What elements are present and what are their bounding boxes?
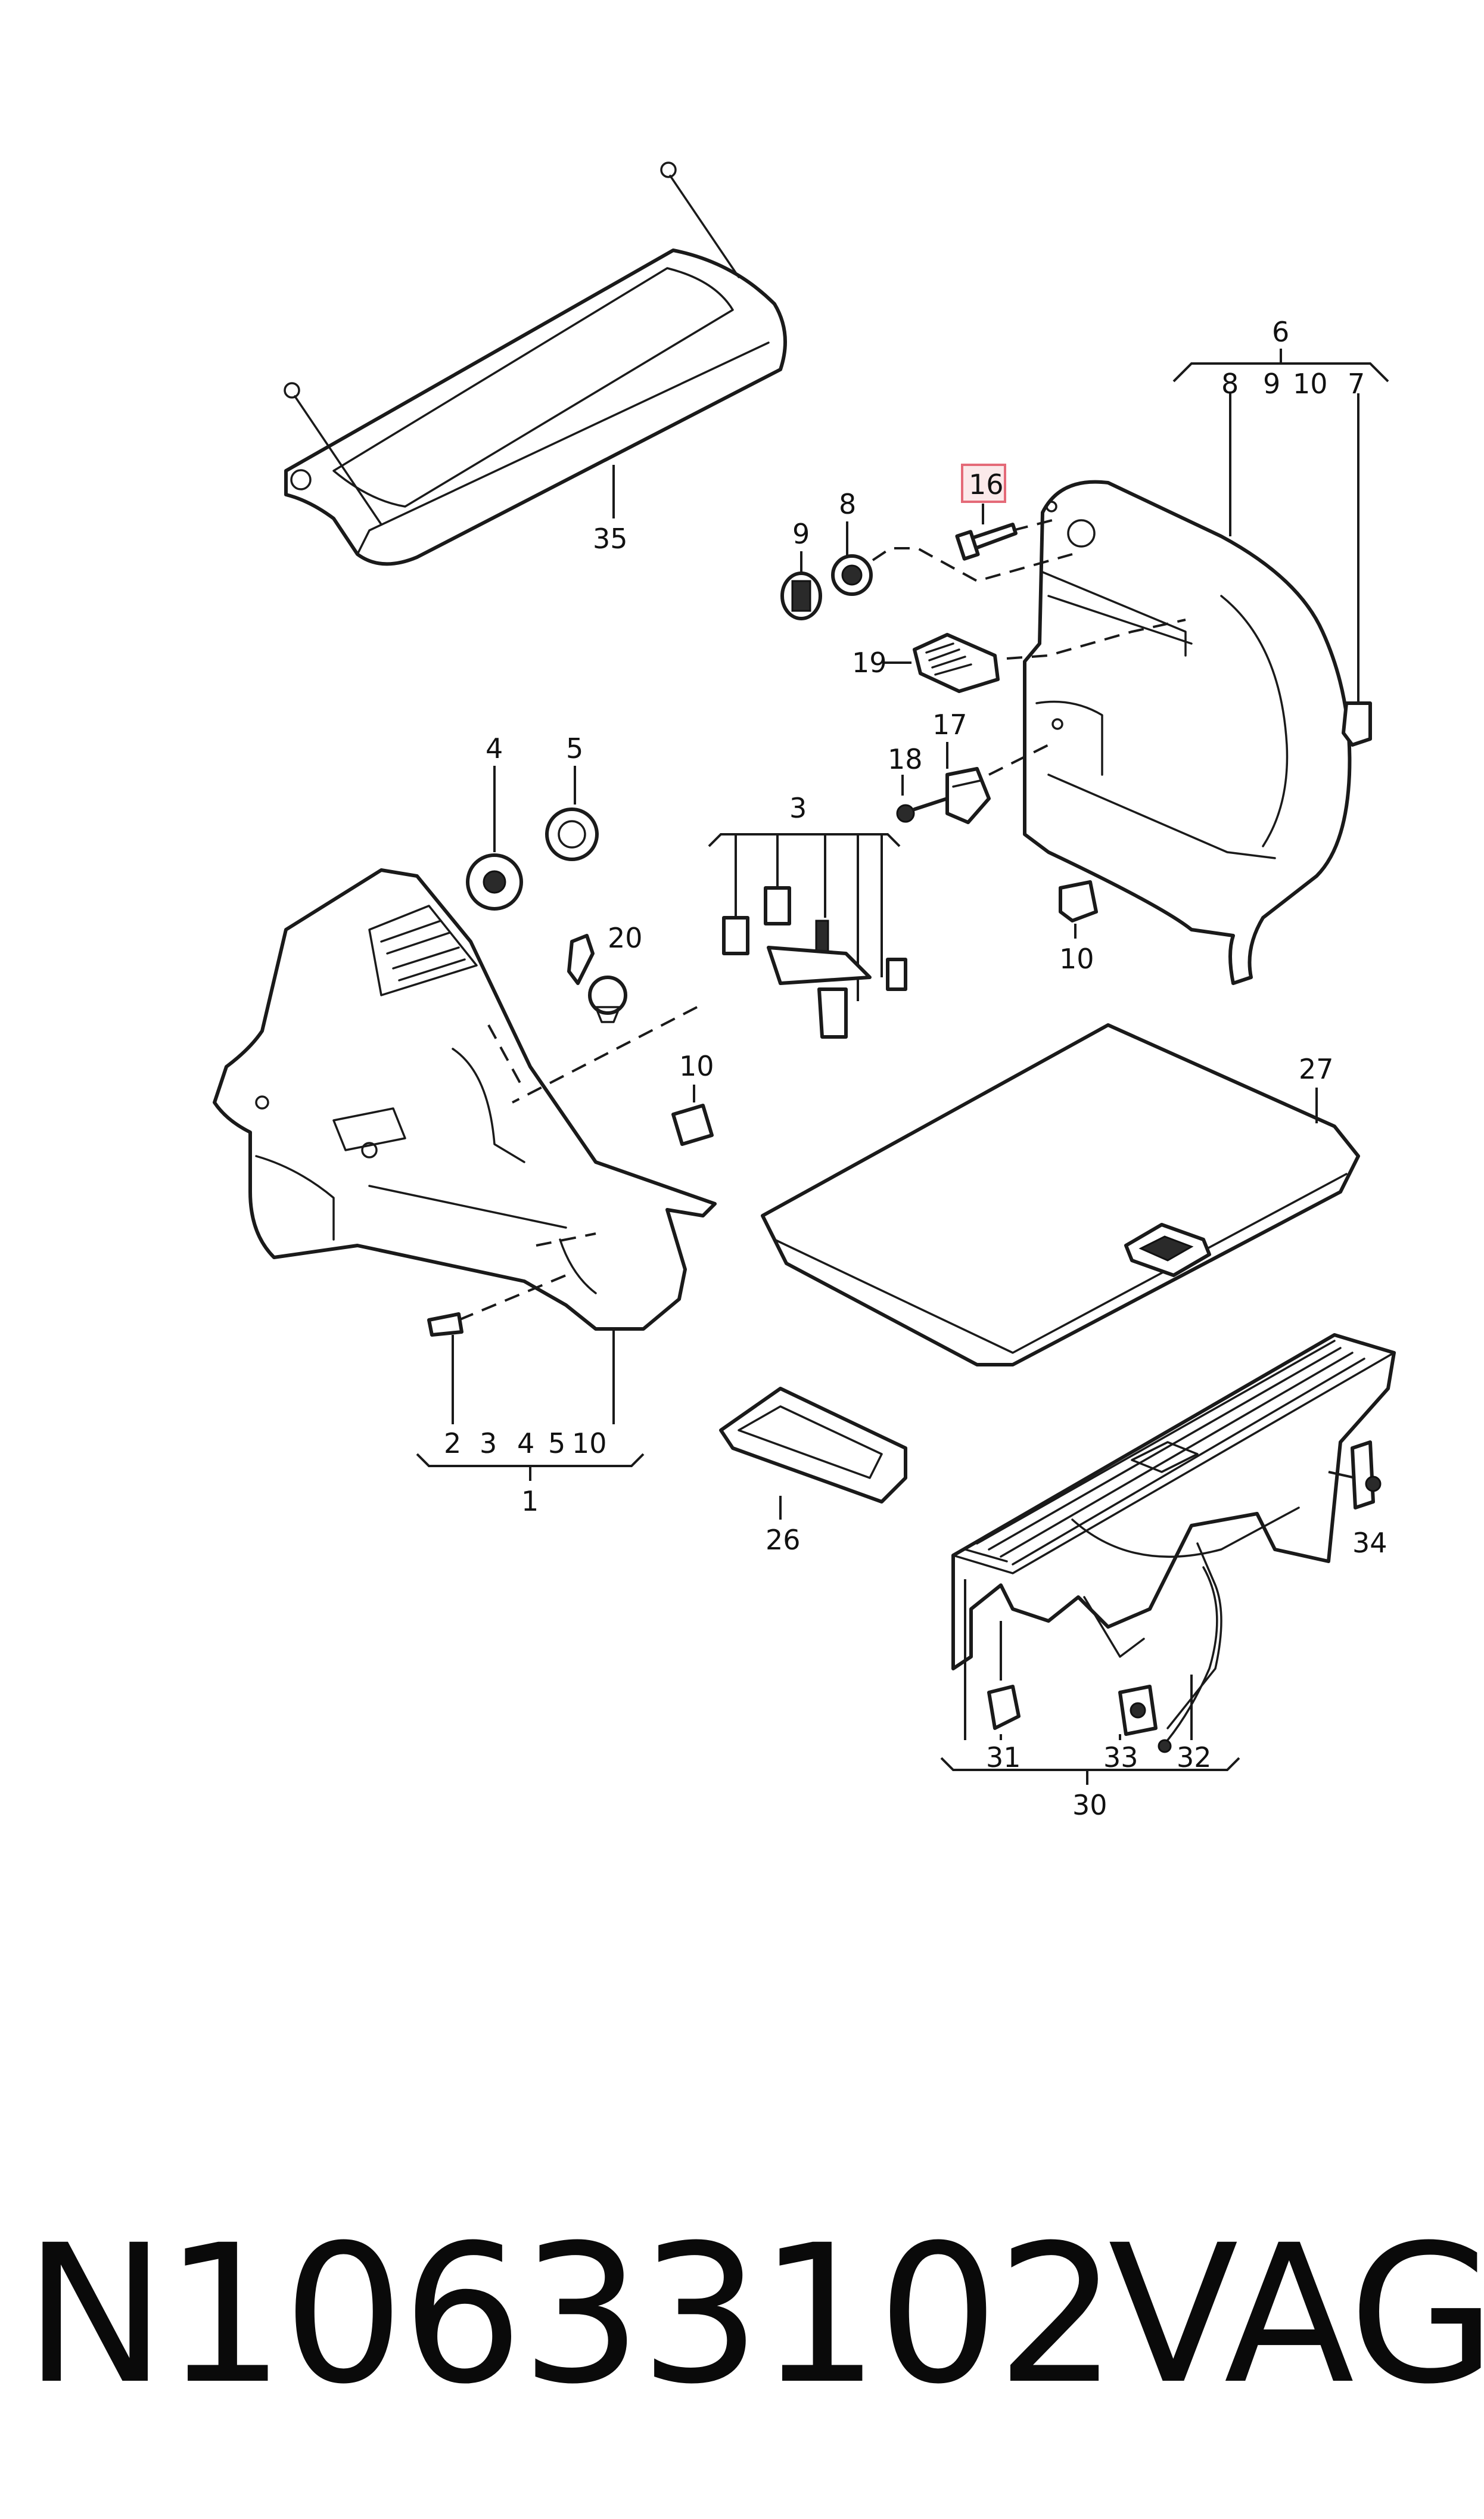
bolt-part-16[interactable]: 16 bbox=[955, 464, 1055, 561]
callout-5: 5 bbox=[566, 732, 583, 765]
parcel-shelf-part-35[interactable]: 35 bbox=[284, 161, 787, 566]
callout-1-3: 3 bbox=[480, 1427, 497, 1459]
callout-30: 30 bbox=[1072, 1789, 1107, 1821]
clip-part-10-right[interactable]: 10 bbox=[1059, 880, 1098, 975]
part-number: N10633102 bbox=[24, 2204, 1115, 2426]
clip-part-9[interactable]: 9 bbox=[780, 518, 822, 620]
callout-32: 32 bbox=[1177, 1741, 1212, 1773]
callout-8: 8 bbox=[839, 488, 856, 520]
callout-26: 26 bbox=[766, 1524, 801, 1556]
callout-16: 16 bbox=[969, 468, 1004, 501]
callout-20: 20 bbox=[608, 922, 643, 954]
grommet-part-4[interactable]: 4 bbox=[466, 732, 523, 911]
callout-6-9: 9 bbox=[1263, 368, 1280, 400]
callout-31: 31 bbox=[986, 1741, 1021, 1773]
callout-6-8: 8 bbox=[1221, 368, 1239, 400]
screw-part-18[interactable]: 18 bbox=[888, 743, 949, 823]
brand-label: VAG bbox=[1108, 2204, 1484, 2426]
callout-33: 33 bbox=[1103, 1741, 1138, 1773]
highlight-box-16 bbox=[961, 464, 1006, 503]
callout-9: 9 bbox=[792, 518, 810, 550]
callout-4: 4 bbox=[486, 732, 503, 765]
callout-1-5: 5 bbox=[548, 1427, 565, 1459]
callout-6: 6 bbox=[1272, 316, 1289, 348]
callout-1-2: 2 bbox=[444, 1427, 461, 1459]
callout-35: 35 bbox=[593, 523, 628, 555]
callout-27: 27 bbox=[1299, 1053, 1334, 1085]
callout-1-4: 4 bbox=[517, 1427, 534, 1459]
grommet-part-5[interactable]: 5 bbox=[545, 732, 599, 861]
bracket-part-17[interactable]: 17 bbox=[932, 709, 1049, 824]
vent-part-19[interactable]: 19 bbox=[852, 619, 1186, 693]
callout-1: 1 bbox=[521, 1485, 539, 1517]
clip-part-20[interactable]: 20 bbox=[567, 922, 643, 1023]
callout-34: 34 bbox=[1352, 1527, 1387, 1559]
rear-sill-trim-part-30[interactable]: 34 31 33 32 30 bbox=[940, 1333, 1396, 1821]
callout-1-10: 10 bbox=[572, 1427, 607, 1459]
callout-18: 18 bbox=[888, 743, 923, 775]
callout-3: 3 bbox=[789, 792, 807, 824]
clip-part-10-left[interactable]: 10 bbox=[671, 1050, 714, 1146]
right-side-trim-part-6[interactable]: 6 8 9 10 7 bbox=[1023, 316, 1389, 985]
callout-10-left: 10 bbox=[679, 1050, 714, 1082]
cover-set-part-3[interactable]: 3 bbox=[708, 792, 907, 1039]
callout-19: 19 bbox=[852, 647, 887, 679]
storage-tray-part-26[interactable]: 26 bbox=[719, 1387, 907, 1556]
callout-6-7: 7 bbox=[1348, 368, 1365, 400]
clip-part-8[interactable]: 8 bbox=[831, 488, 1073, 596]
floor-panel-part-27[interactable]: 27 bbox=[761, 1023, 1360, 1366]
left-side-trim-part-1[interactable]: 2 3 4 5 10 1 bbox=[213, 868, 717, 1517]
callout-10-right: 10 bbox=[1059, 943, 1094, 975]
callout-6-10: 10 bbox=[1293, 368, 1328, 400]
callout-17: 17 bbox=[932, 709, 967, 741]
